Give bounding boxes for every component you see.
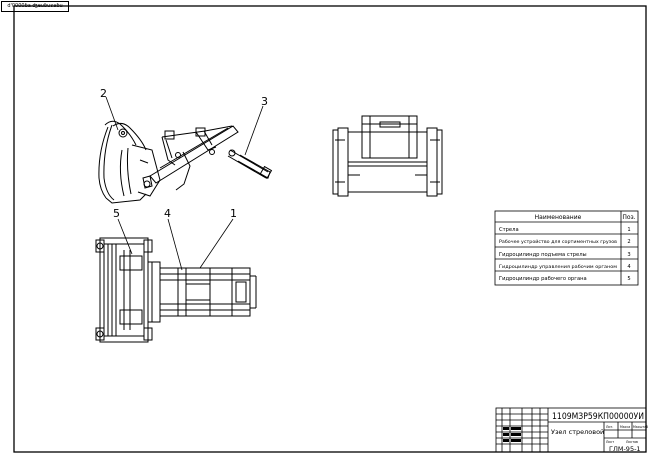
spec-row-pos: 5 xyxy=(627,276,630,282)
corner-stamp: d'0000ɓa ʤeuɓuɤaɓu xyxy=(1,1,69,12)
spec-row-name: Рабочее устройство для сортиментных груз… xyxy=(499,238,617,245)
drawing-frame xyxy=(13,5,647,453)
title-block-title: Узел стреловой xyxy=(551,428,604,436)
spec-row-name: Гидроцилиндр управления рабочим органом xyxy=(499,264,618,270)
title-block-doc-code: 1109МЗР59КП00000УИ xyxy=(552,412,644,422)
spec-row-pos: 2 xyxy=(627,239,630,245)
title-block: 1109МЗР59КП00000УИ Узел стреловой Лит. М… xyxy=(495,407,648,453)
callout-3: 3 xyxy=(261,95,268,108)
title-block-stage-label: Лит. xyxy=(606,425,613,429)
title-block-sheets-label: Листов xyxy=(626,440,638,444)
spec-row-name: Гидроцилиндр подъема стрелы xyxy=(499,252,587,258)
spec-row-name: Стрела xyxy=(499,227,519,233)
callout-2: 2 xyxy=(100,87,107,100)
title-block-group: ГЛМ-95-1 xyxy=(609,445,641,453)
title-block-sheet-label: Лист xyxy=(606,440,614,444)
callout-5: 5 xyxy=(113,207,120,220)
spec-header-name: Наименование xyxy=(535,214,582,221)
callout-leaders xyxy=(105,96,264,271)
spec-row-pos: 1 xyxy=(627,227,630,233)
title-block-mass-label: Масса xyxy=(620,425,630,429)
side-view xyxy=(98,120,273,204)
spec-header-pos: Поз. xyxy=(622,214,635,221)
title-block-scale-label: Масштаб xyxy=(633,425,648,429)
spec-table: Наименование Поз. Стрела 1 Рабочее устро… xyxy=(494,210,639,286)
callout-1: 1 xyxy=(230,207,237,220)
spec-row-pos: 3 xyxy=(627,252,630,258)
callout-4: 4 xyxy=(164,207,171,220)
front-view xyxy=(332,115,443,197)
plan-view xyxy=(95,237,257,343)
spec-row-name: Гидроцилиндр рабочего органа xyxy=(499,276,587,282)
spec-row-pos: 4 xyxy=(627,264,631,270)
